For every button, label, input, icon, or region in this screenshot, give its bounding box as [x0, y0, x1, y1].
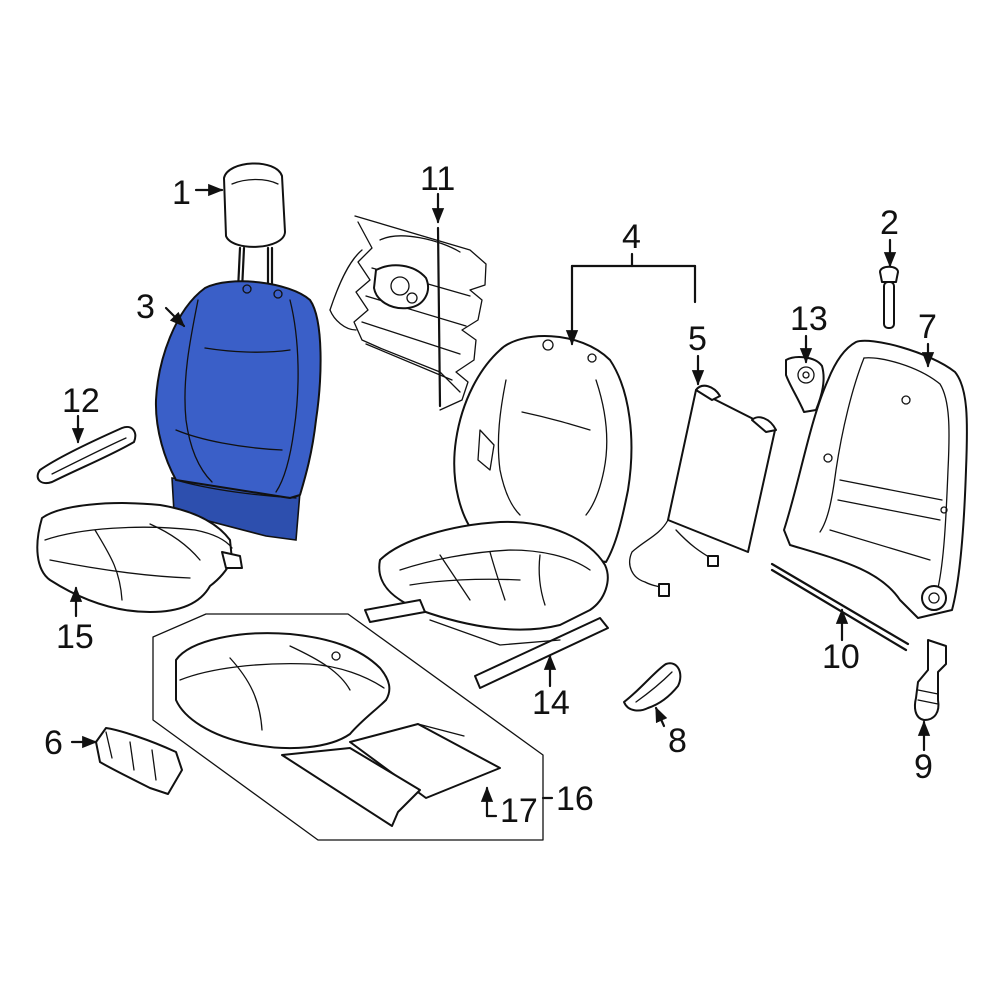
callout-9: 9 — [914, 748, 933, 786]
retainer-clip-part[interactable] — [879, 265, 899, 329]
callout-3: 3 — [136, 288, 155, 326]
seat-back-cover-part[interactable] — [154, 280, 322, 541]
callout-14: 14 — [532, 684, 570, 722]
callout-arrows — [69, 183, 935, 818]
callout-10: 10 — [822, 638, 860, 676]
callout-6: 6 — [44, 724, 63, 762]
callout-16: 16 — [556, 780, 594, 818]
lumbar-frame-part[interactable] — [329, 215, 487, 411]
callout-labels: 1 2 3 4 5 6 7 8 9 10 11 12 13 14 15 16 1… — [44, 160, 937, 830]
callout-7: 7 — [918, 308, 937, 346]
seat-back-frame-part[interactable] — [783, 339, 968, 619]
callout-11: 11 — [420, 160, 455, 198]
callout-1: 1 — [172, 174, 191, 212]
seat-cushion-pad-part[interactable] — [36, 502, 243, 613]
seat-pan-part[interactable] — [281, 723, 501, 827]
callout-2: 2 — [880, 204, 899, 242]
actuator-part[interactable] — [914, 639, 947, 721]
headrest-part[interactable] — [223, 162, 286, 292]
callout-12: 12 — [62, 382, 100, 420]
recline-handle-part[interactable] — [623, 662, 682, 712]
callout-8: 8 — [668, 722, 687, 760]
side-trim-part[interactable] — [95, 727, 183, 795]
seat-back-panel-part[interactable] — [629, 384, 777, 597]
callout-5: 5 — [688, 320, 707, 358]
callout-15: 15 — [56, 618, 94, 656]
callout-4: 4 — [622, 218, 641, 256]
seat-cushion-part[interactable] — [175, 632, 391, 750]
seat-assembly-part[interactable] — [364, 335, 633, 689]
callout-13: 13 — [790, 300, 828, 338]
armrest-part[interactable] — [36, 426, 137, 484]
callout-17: 17 — [500, 792, 538, 830]
